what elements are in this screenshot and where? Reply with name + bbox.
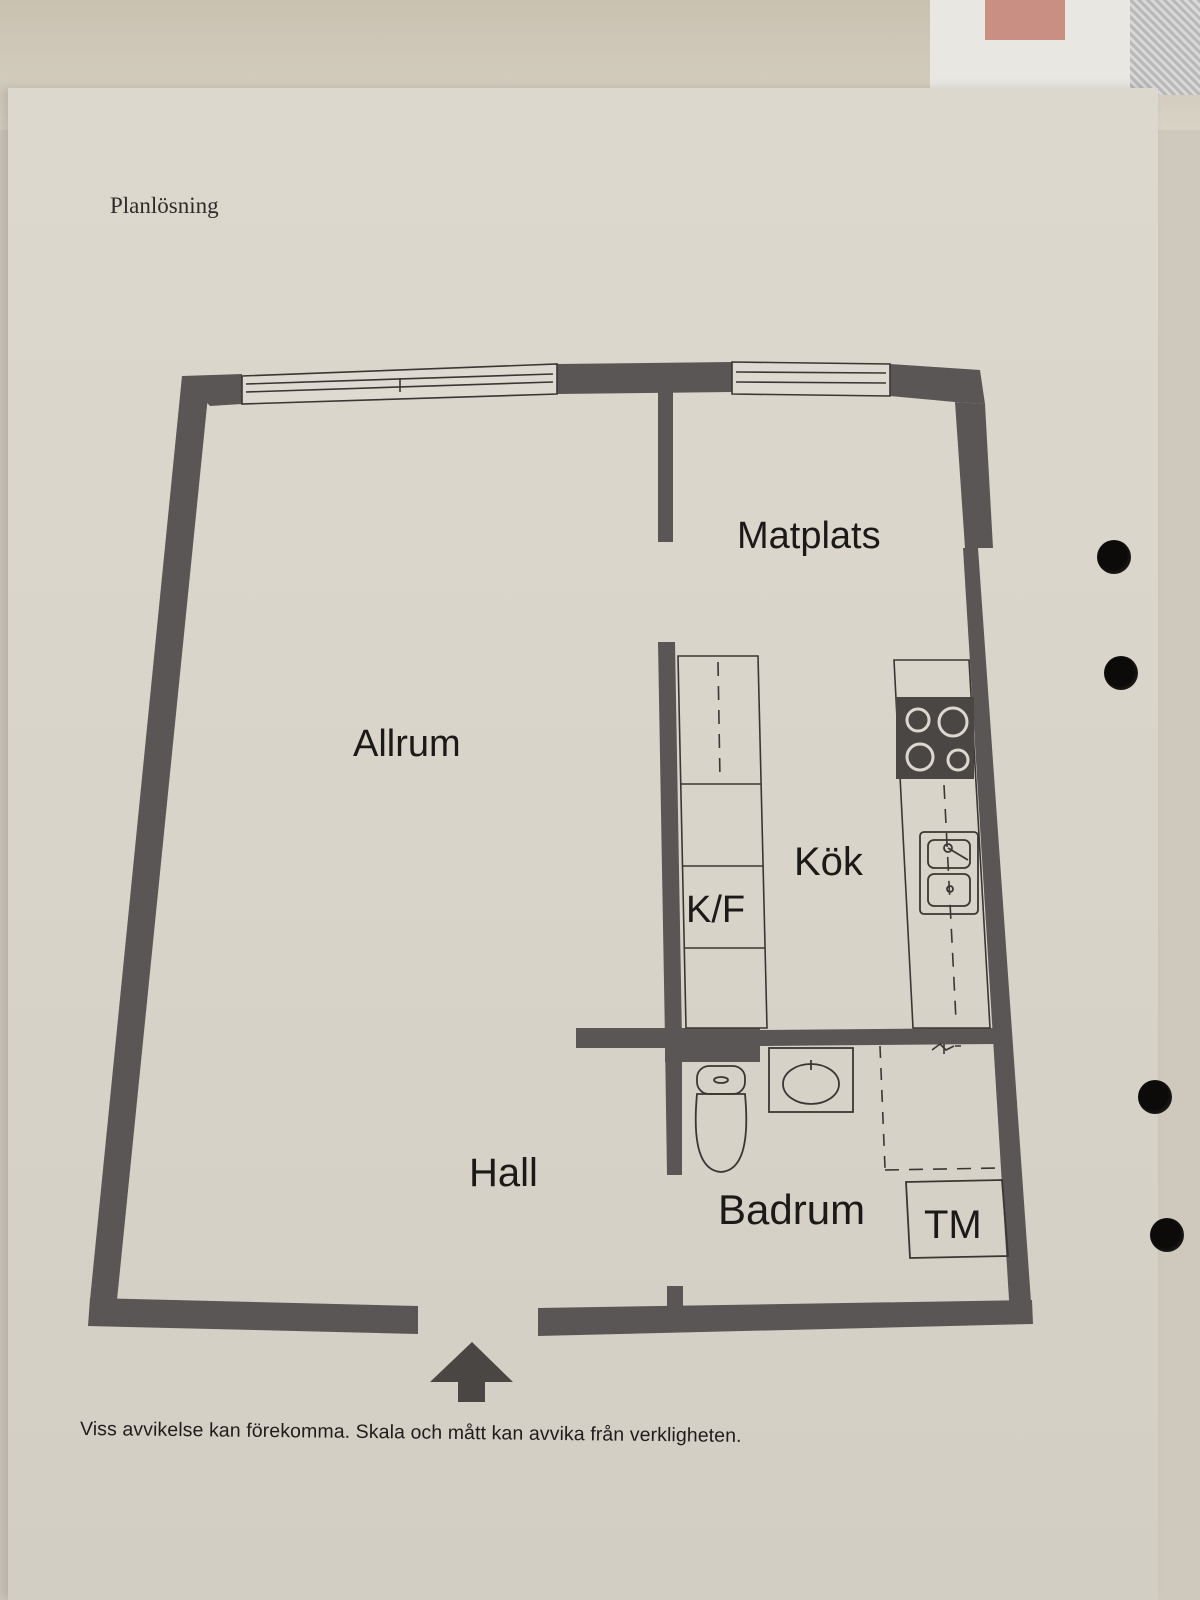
kitchen-cabinets bbox=[677, 655, 768, 1029]
room-label-kok: Kök bbox=[794, 840, 864, 884]
punch-hole bbox=[1150, 1218, 1184, 1252]
wall-top-left-corner bbox=[182, 374, 242, 406]
wall-bath-top bbox=[760, 1028, 995, 1046]
washbasin-icon bbox=[768, 1047, 854, 1113]
wall-top-middle bbox=[557, 362, 732, 394]
sink-icon bbox=[919, 831, 979, 915]
room-label-allrum: Allrum bbox=[353, 723, 461, 765]
punch-hole bbox=[1097, 540, 1131, 574]
shower-icon bbox=[879, 1042, 1001, 1171]
wall-bottom-left bbox=[88, 1298, 418, 1334]
washing-machine-box bbox=[905, 1179, 1009, 1259]
wall-bottom-right bbox=[538, 1300, 1033, 1336]
window-matplats bbox=[731, 361, 891, 397]
wall-right-lower bbox=[963, 548, 1032, 1316]
window-allrum bbox=[241, 363, 558, 405]
wall-bath-stub bbox=[667, 1286, 683, 1308]
page-heading: Planlösning bbox=[110, 193, 219, 218]
wall-right-upper bbox=[955, 402, 993, 548]
kitchen-counter bbox=[893, 659, 991, 1029]
wall-top-right-corner bbox=[890, 364, 985, 404]
wall-partition-matplats bbox=[658, 392, 673, 542]
entrance-arrow-icon bbox=[430, 1342, 513, 1402]
room-label-tm: TM bbox=[924, 1203, 982, 1247]
wall-bath-left bbox=[665, 1040, 682, 1175]
punch-hole bbox=[1138, 1080, 1172, 1114]
room-label-hall: Hall bbox=[469, 1151, 538, 1195]
walls bbox=[88, 362, 1033, 1336]
wall-bath-top-left bbox=[665, 1040, 760, 1062]
room-label-matplats: Matplats bbox=[737, 515, 881, 557]
background-glitter bbox=[1130, 0, 1200, 95]
punch-hole bbox=[1104, 656, 1138, 690]
stove-icon bbox=[896, 697, 974, 779]
room-label-kf: K/F bbox=[686, 889, 745, 931]
background-photo-scrap bbox=[985, 0, 1065, 40]
wall-left bbox=[90, 376, 210, 1300]
room-label-badrum: Badrum bbox=[718, 1186, 865, 1233]
toilet-icon bbox=[694, 1065, 748, 1173]
wall-partition-kitchen bbox=[658, 642, 682, 1040]
paper-sheet bbox=[8, 88, 1158, 1600]
